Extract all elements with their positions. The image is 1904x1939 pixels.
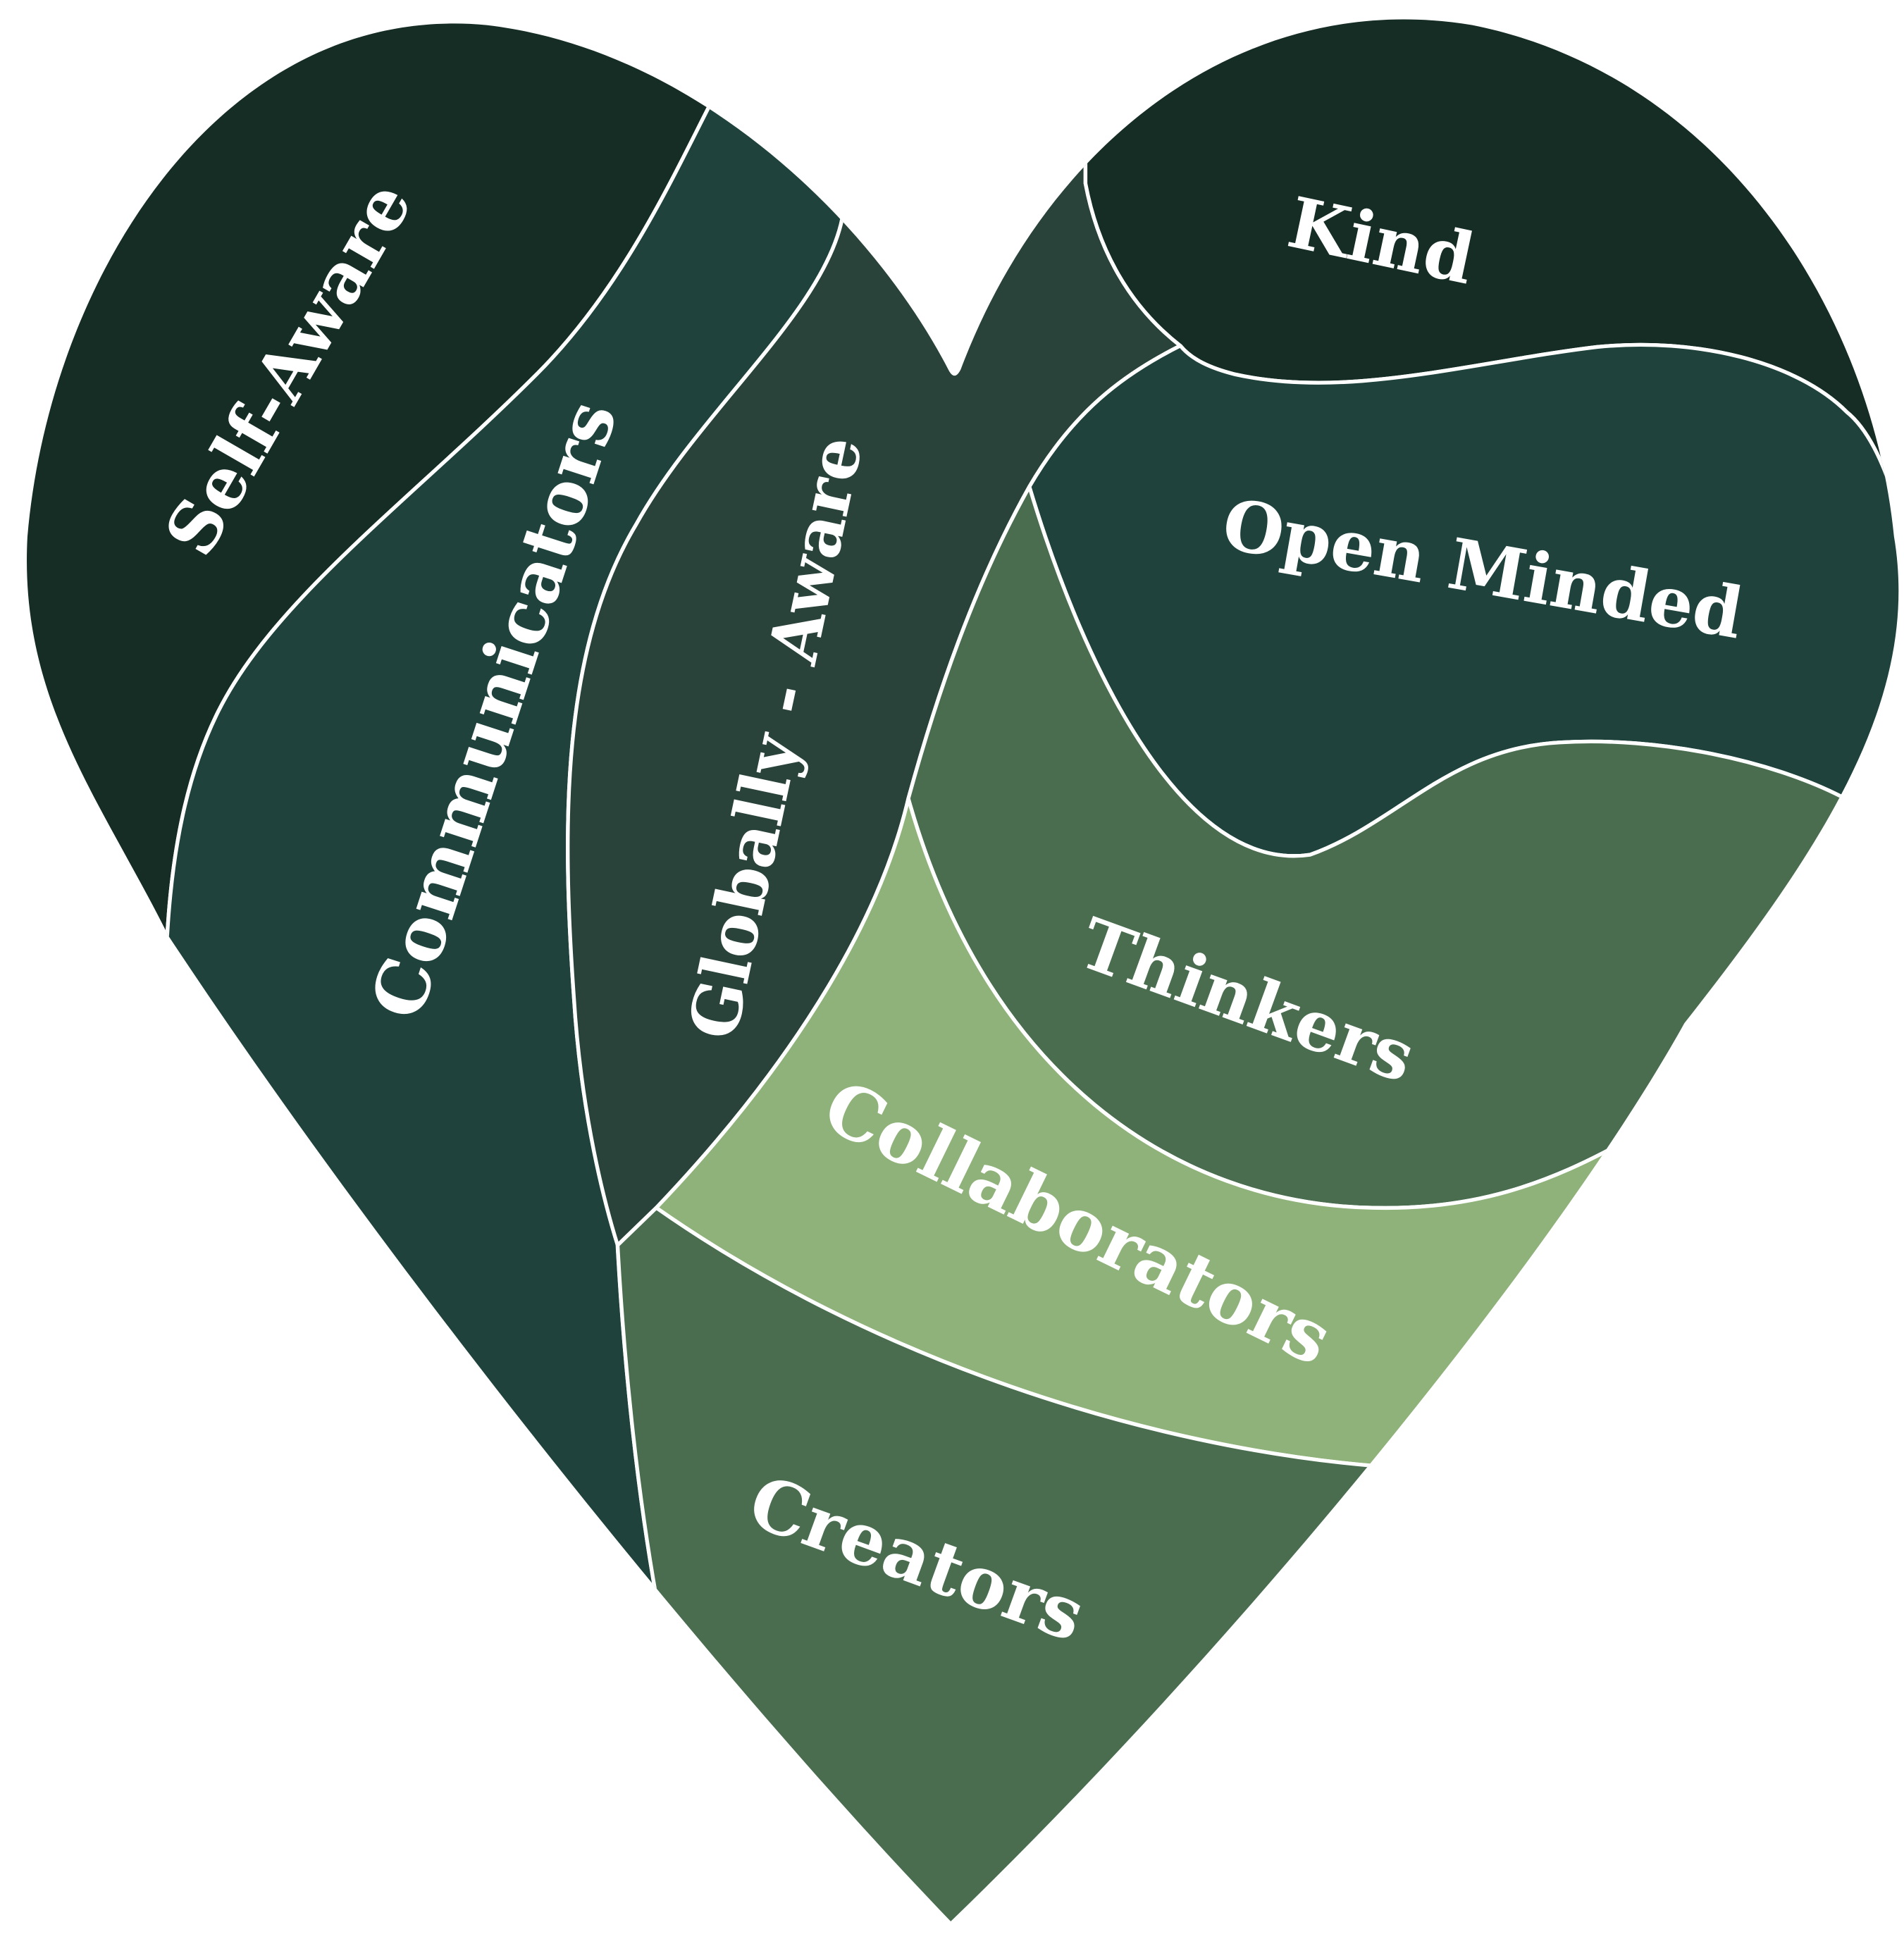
- heart-diagram: Self-Aware Communicators Globally - Awar…: [27, 19, 1899, 1922]
